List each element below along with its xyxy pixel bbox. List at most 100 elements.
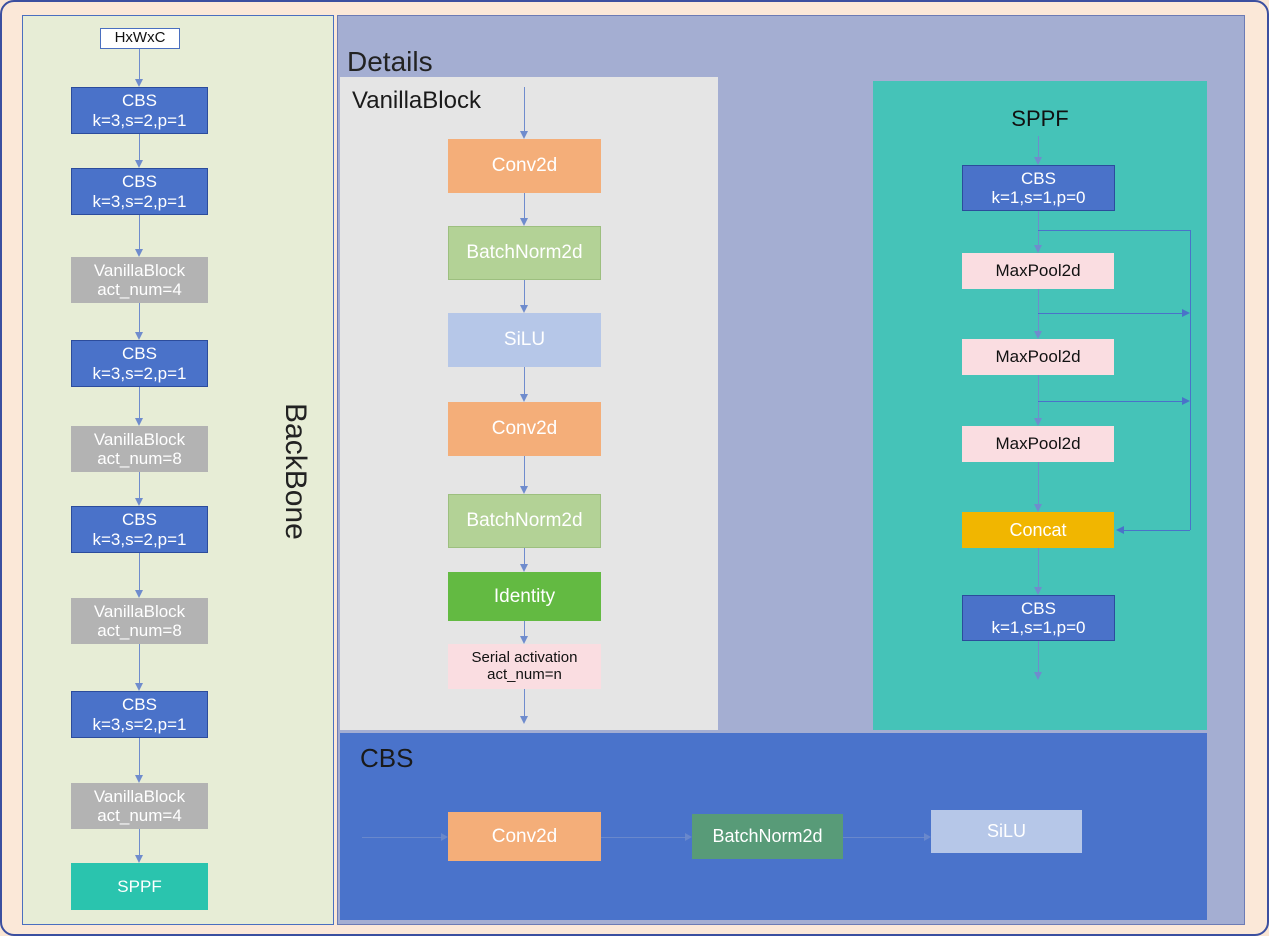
vanilla-3-label: act_num=8 [97,621,182,640]
backbone-edge-4-arrowhead [135,418,143,426]
backbone-edge-7-arrowhead [135,683,143,691]
sppf-cbs-in-label: k=1,s=1,p=0 [991,188,1086,207]
cbs-section-title: CBS [360,743,414,773]
conv2d-2-label: Conv2d [491,418,558,440]
conv2d-2-node: Conv2d [448,402,601,456]
cbs-3-label: k=3,s=2,p=1 [92,363,187,383]
cbs-5-label: k=3,s=2,p=1 [92,714,187,734]
batchnorm-2-node: BatchNorm2d [448,494,601,548]
vanilla-2-label: VanillaBlock [93,429,186,449]
vanilla-edge-4 [524,548,525,565]
sppf-skip-bus-top [1038,230,1190,231]
sppf-skip-feed-1-arrowhead [1182,309,1190,317]
sppf-skip-feed-2 [1038,401,1183,402]
vanilla-edge-2 [524,367,525,395]
cbs-1-label: k=3,s=2,p=1 [92,110,187,130]
backbone-edge-9 [139,829,140,856]
backbone-edge-0-arrowhead [135,79,143,87]
vanilla-1-label: VanillaBlock [93,260,186,280]
sppf-edge-out [1038,641,1039,673]
vanilla-edge-in-arrowhead [520,131,528,139]
sppf-edge-4 [1038,548,1039,588]
cbs-edge-0 [601,837,686,838]
backbone-edge-1 [139,134,140,161]
sppf-skip-to-concat-arrowhead [1116,526,1124,534]
maxpool-3-node: MaxPool2d [962,426,1114,462]
serial-act-label: Serial activation [471,648,578,666]
input-label: HxWxC [114,29,166,47]
sppf-edge-2 [1038,375,1039,419]
cbs-conv2d-label: Conv2d [491,825,558,847]
backbone-edge-6 [139,553,140,591]
cbs-edge-1 [843,837,925,838]
vanilla-4-label: act_num=4 [97,806,182,825]
backbone-edge-8-arrowhead [135,775,143,783]
concat-node: Concat [962,512,1114,548]
maxpool-1-node: MaxPool2d [962,253,1114,289]
details-title: Details [347,46,433,77]
vanilla-edge-1 [524,280,525,306]
sppf-edge-3 [1038,462,1039,505]
vanilla-edge-out-arrowhead [520,716,528,724]
sppf-node-label: SPPF [117,876,162,896]
sppf-edge-out-arrowhead [1034,672,1042,680]
sppf-skip-feed-1 [1038,313,1183,314]
vanilla-edge-out [524,689,525,717]
backbone-label: BackBone [279,402,312,540]
vanilla-edge-5-arrowhead [520,636,528,644]
maxpool-1-label: MaxPool2d [995,261,1081,281]
sppf-edge-1-arrowhead [1034,331,1042,339]
batchnorm-1-label: BatchNorm2d [466,242,583,264]
sppf-edge-2-arrowhead [1034,418,1042,426]
maxpool-2-label: MaxPool2d [995,347,1081,367]
sppf-edge-in-arrowhead [1034,157,1042,165]
cbs-1-label: CBS [122,91,157,111]
backbone-edge-2 [139,215,140,250]
vanilla-edge-4-arrowhead [520,564,528,572]
vanilla-edge-2-arrowhead [520,394,528,402]
backbone-edge-2-arrowhead [135,249,143,257]
conv2d-1-label: Conv2d [491,155,558,177]
backbone-edge-1-arrowhead [135,160,143,168]
sppf-edge-0 [1038,211,1039,246]
cbs-batchnorm-node: BatchNorm2d [692,814,843,859]
sppf-edge-0-arrowhead [1034,245,1042,253]
sppf-node-node: SPPF [71,863,208,910]
cbs-edge-in [362,837,442,838]
vanillablock-section-title: VanillaBlock [352,87,481,114]
sppf-skip-feed-2-arrowhead [1182,397,1190,405]
sppf-cbs-in-label: CBS [1021,168,1056,188]
backbone-edge-9-arrowhead [135,855,143,863]
vanilla-edge-3 [524,456,525,487]
cbs-3-label: CBS [122,344,157,364]
backbone-edge-3 [139,303,140,333]
cbs-edge-in-arrowhead [441,833,448,841]
sppf-section-title: SPPF [1011,106,1069,131]
sppf-edge-3-arrowhead [1034,504,1042,512]
silu-1-node: SiLU [448,313,601,367]
cbs-silu-label: SiLU [986,821,1026,842]
vanilla-edge-0 [524,193,525,219]
cbs-edge-0-arrowhead [685,833,692,841]
maxpool-3-label: MaxPool2d [995,434,1081,454]
conv2d-1-node: Conv2d [448,139,601,193]
identity-label: Identity [493,585,556,607]
maxpool-2-node: MaxPool2d [962,339,1114,375]
backbone-edge-3-arrowhead [135,332,143,340]
batchnorm-1-node: BatchNorm2d [448,226,601,280]
vanilla-edge-5 [524,621,525,637]
concat-label: Concat [1009,519,1067,540]
serial-act-label: act_num=n [487,665,562,683]
backbone-edge-4 [139,387,140,419]
vanilla-1-label: act_num=4 [97,280,182,299]
